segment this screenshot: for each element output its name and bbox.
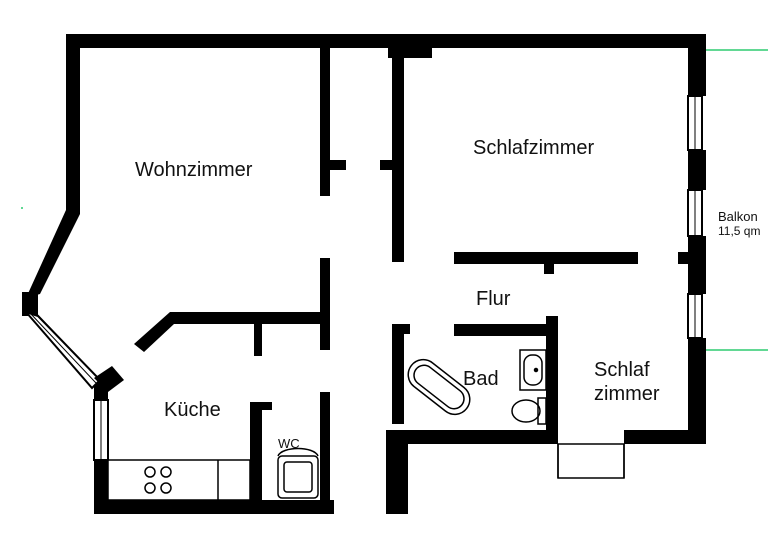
sink-icon [519, 349, 547, 391]
kitchen-counter [107, 459, 251, 501]
room-label-bad: Bad [463, 368, 499, 390]
bath-toilet-icon [511, 397, 547, 425]
room-label-schlaf-line1: Schlaf [594, 359, 650, 381]
balcony-name: Balkon [718, 209, 758, 224]
interior-walls [134, 48, 698, 504]
room-label-schlaf: Schlaf zimmer [594, 358, 674, 406]
room-label-wohnzimmer: Wohnzimmer [135, 159, 253, 181]
outer-walls [66, 34, 706, 514]
kitchen-window [93, 399, 109, 461]
balcony-area: 11,5 qm [718, 223, 761, 238]
room-label-schlaf-line2: zimmer [594, 383, 660, 405]
balcony-label: Balkon 11,5 qm [718, 209, 761, 239]
room-label-wc: WC [278, 436, 300, 451]
room-label-flur: Flur [476, 288, 511, 310]
right-windows [687, 95, 703, 339]
bay-window [22, 210, 124, 392]
bathtub-icon [407, 358, 471, 416]
closet [557, 443, 625, 479]
room-label-kueche: Küche [164, 399, 221, 421]
room-label-schlafzimmer: Schlafzimmer [473, 137, 595, 159]
marker-dot [21, 207, 23, 209]
stove-icon [144, 466, 172, 494]
toilet-icon [277, 447, 319, 499]
balcony-outline [700, 49, 768, 351]
